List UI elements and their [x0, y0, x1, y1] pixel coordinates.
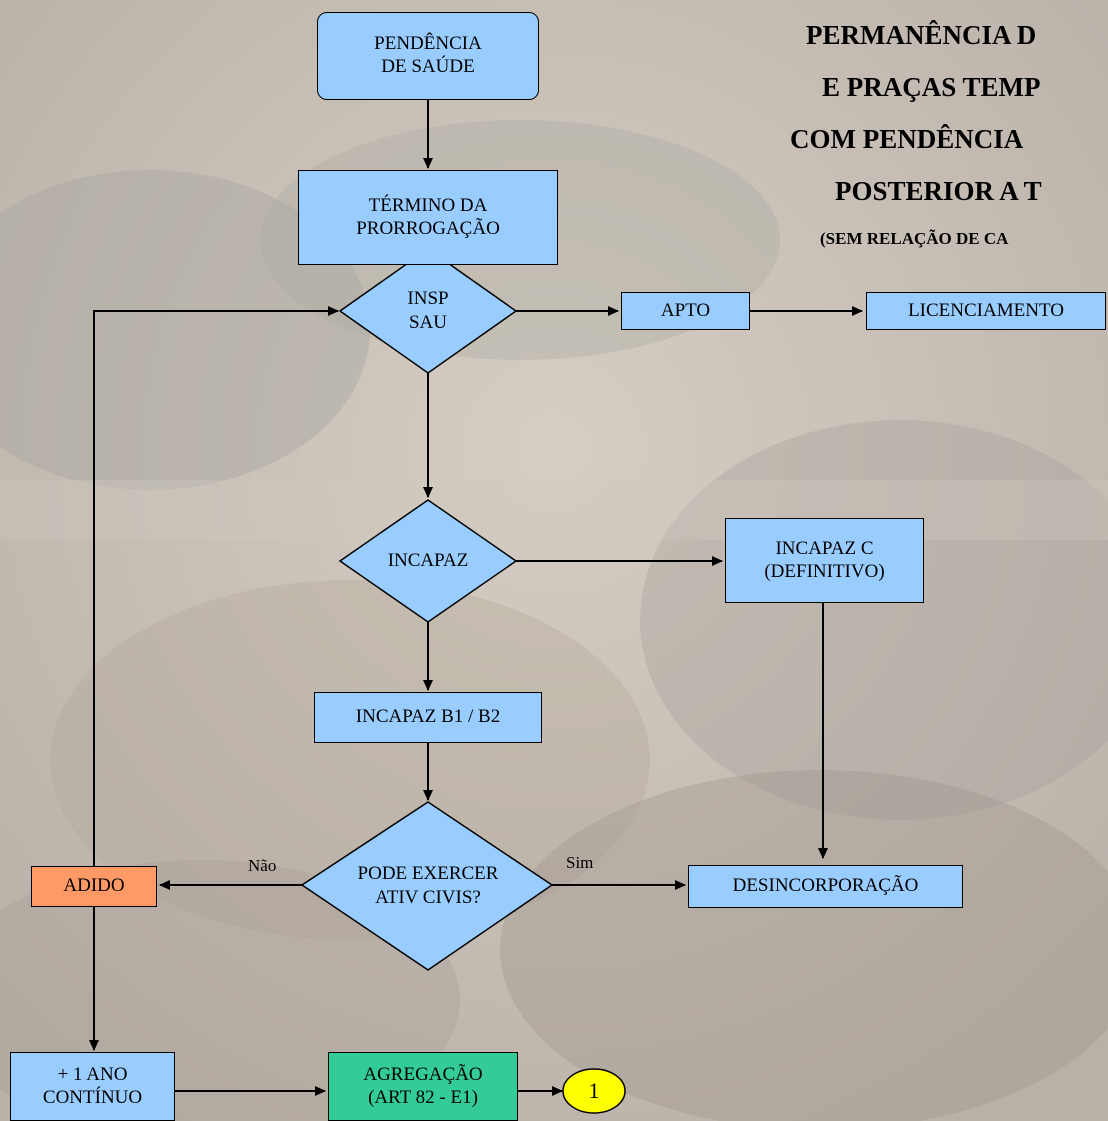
node-licenciamento: LICENCIAMENTO [866, 292, 1106, 330]
title-line-2: E PRAÇAS TEMP [822, 72, 1041, 102]
node-incapaz-b1-b2: INCAPAZ B1 / B2 [314, 692, 542, 743]
node-incapaz-label: INCAPAZ [387, 550, 469, 572]
node-desincorporacao: DESINCORPORAÇÃO [688, 865, 963, 908]
node-termino-prorrogacao: TÉRMINO DA PRORROGAÇÃO [298, 170, 558, 265]
label-nao: Não [248, 856, 277, 875]
label-sim: Sim [566, 853, 594, 872]
pode-diamond [300, 801, 554, 971]
insp-diamond [338, 248, 518, 374]
incapaz-diamond [338, 499, 518, 623]
node-adido: ADIDO [31, 866, 157, 907]
node-insp-sau-label: INSP SAU [407, 288, 449, 333]
title-line-4: POSTERIOR A T [835, 176, 1042, 206]
title-line-3: COM PENDÊNCIA [790, 124, 1024, 154]
title-line-1: PERMANÊNCIA D [806, 20, 1037, 50]
connector-circle [562, 1068, 626, 1114]
connector-label: 1 [588, 1078, 600, 1104]
title-line-5: (SEM RELAÇÃO DE CA [820, 229, 1009, 248]
node-mais-1-ano: + 1 ANO CONTÍNUO [10, 1052, 175, 1121]
edge-adido-insp [93, 306, 339, 866]
node-apto: APTO [621, 292, 750, 330]
node-pendencia-saude: PENDÊNCIA DE SAÚDE [317, 12, 539, 100]
node-agregacao: AGREGAÇÃO (ART 82 - E1) [328, 1052, 518, 1121]
node-pode-exercer-label: PODE EXERCER ATIV CIVIS? [357, 863, 499, 908]
node-incapaz-c: INCAPAZ C (DEFINITIVO) [725, 518, 924, 603]
